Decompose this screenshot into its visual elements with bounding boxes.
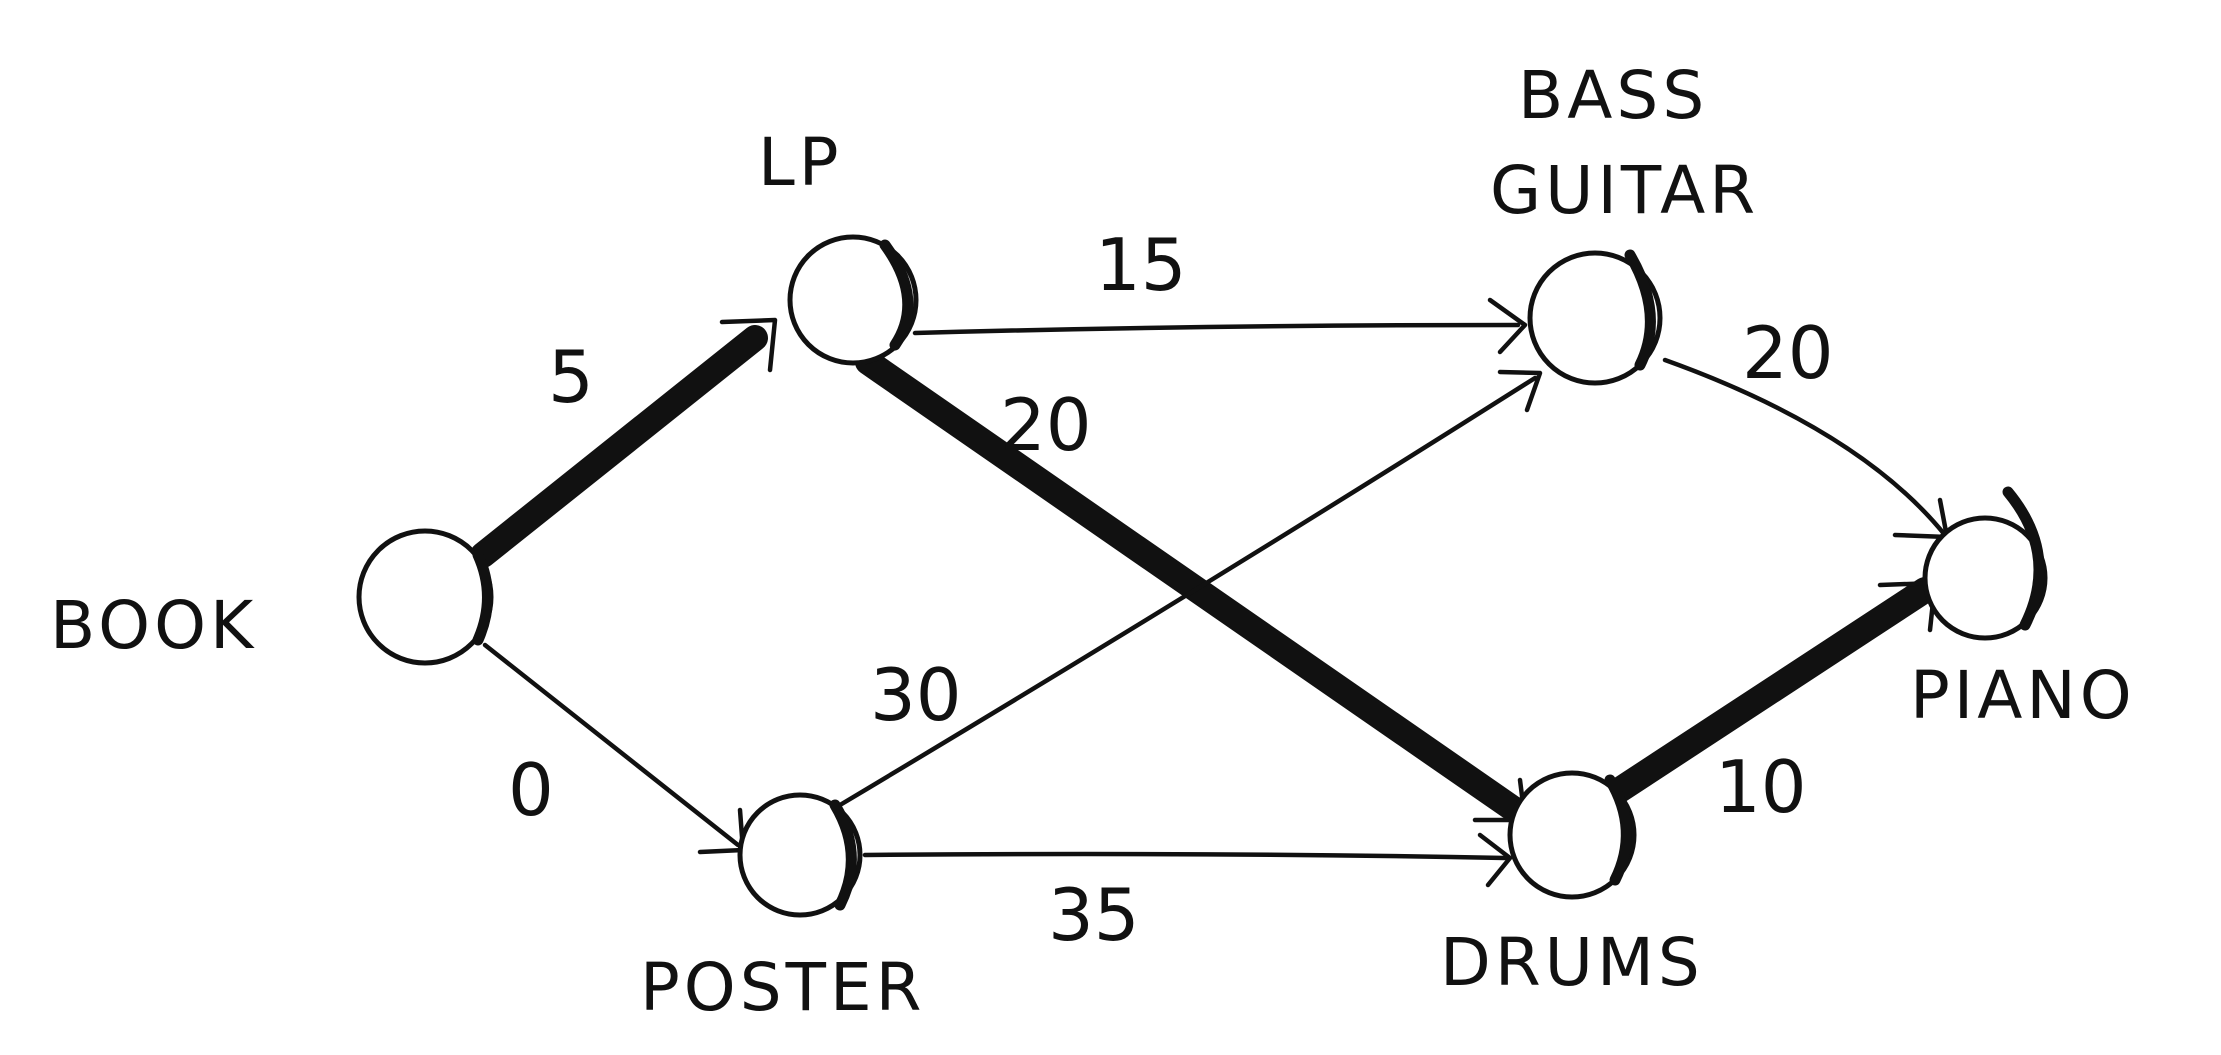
node-poster: [737, 792, 863, 918]
weight-poster-bass: 30: [870, 653, 962, 737]
node-label-piano: PIANO: [1910, 657, 2136, 734]
node-label-drums: DRUMS: [1440, 924, 1704, 1001]
weight-poster-drums: 35: [1048, 873, 1140, 957]
node-label-guitar: GUITAR: [1490, 152, 1759, 229]
weight-book-lp: 5: [548, 335, 594, 419]
edge-lp-bass: [912, 297, 1528, 355]
node-book: [356, 528, 494, 666]
node-lp: [787, 234, 919, 366]
weight-book-poster: 0: [508, 748, 554, 832]
weight-lp-drums: 20: [1000, 383, 1092, 467]
node-label-lp: LP: [758, 124, 843, 201]
node-label-bass: BASS: [1518, 57, 1708, 134]
node-piano: [1922, 486, 2048, 641]
weight-bass-piano: 20: [1742, 311, 1834, 395]
edge-poster-bass: [837, 369, 1543, 808]
node-bass-guitar: [1527, 249, 1663, 386]
node-label-poster: POSTER: [640, 949, 926, 1026]
node-label-book: BOOK: [50, 587, 257, 664]
edge-poster-drums: [862, 832, 1513, 888]
weight-drums-piano: 10: [1715, 745, 1807, 829]
weight-lp-bass: 15: [1095, 223, 1187, 307]
node-drums: [1507, 770, 1637, 900]
edge-book-lp: [470, 317, 778, 568]
